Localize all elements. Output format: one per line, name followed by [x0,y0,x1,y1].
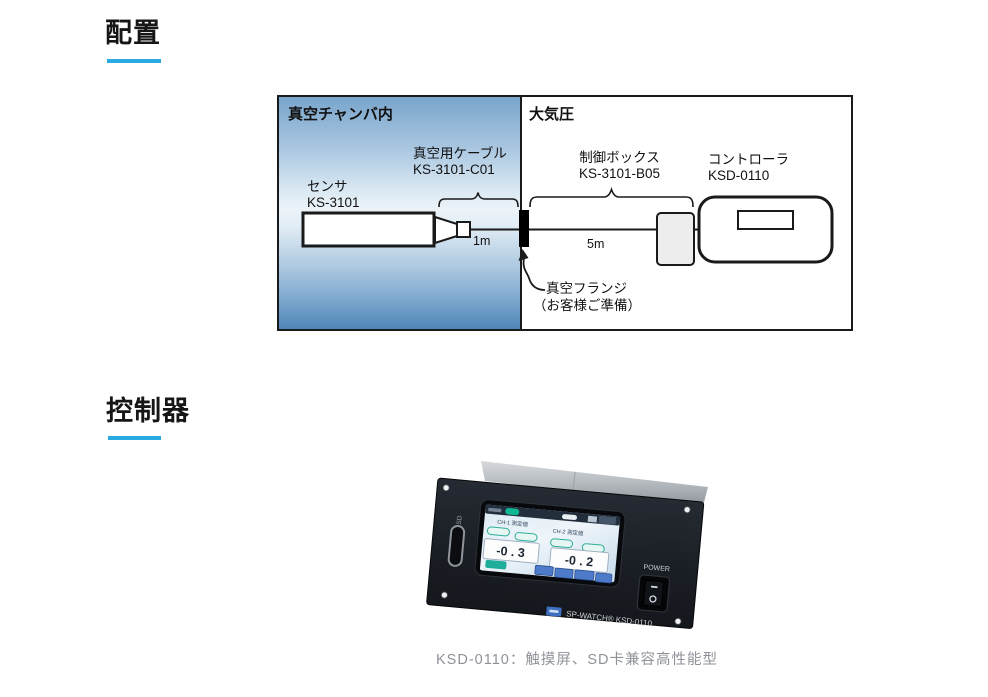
cable-5m-brace [529,186,694,208]
flange-note-line1: 真空フランジ [546,281,627,296]
cable-5m-length: 5m [587,237,605,251]
section-heading-controller: 控制器 [106,396,190,426]
sd-slot-label: SD [456,515,464,525]
cable-1m-length: 1m [473,234,491,248]
vacuum-cable-label: 真空用ケーブル KS-3101-C01 [413,146,507,178]
product-caption: KSD-0110：触摸屏、SD卡兼容高性能型 [436,652,718,668]
vacuum-cable-name: 真空用ケーブル [413,146,507,161]
heading-accent-bar-2 [108,436,161,440]
control-box-name: 制御ボックス [579,150,660,165]
screen-status-bar [485,504,621,526]
control-box-shape [656,212,695,266]
screen-menu-button [485,559,507,570]
chassis-top [481,461,708,506]
arrangement-diagram: 真空チャンバ内 大気圧 真空用ケーブル KS-3101-C01 センサ KS-3… [277,95,853,331]
sensor-label: センサ KS-3101 [307,179,360,211]
section-heading-layout: 配置 [105,18,161,48]
status-text-marks [488,507,502,513]
sensor-name: センサ [307,179,348,194]
heading-accent-bar [107,59,161,63]
ch2-button-1 [550,538,574,549]
flange-arrow-line [522,257,546,291]
controller-product-image: SD CH-1 測定値 CH-2 測定値 [426,461,708,629]
vacuum-zone-title: 真空チャンバ内 [288,106,393,123]
sensor-nose [434,215,458,245]
vacuum-flange [519,210,529,247]
status-icon [587,515,598,523]
flange-arrow-head [518,249,529,261]
sensor-connector [456,221,471,238]
screw-top-right [683,506,691,514]
brand-logo-mark [549,609,559,613]
power-rocker [643,579,664,608]
power-on-mark [650,585,658,589]
ch1-value-panel [482,538,540,564]
cable-1m-brace [438,192,519,208]
sensor-body [301,211,436,248]
control-box-model: KS-3101-B05 [578,166,661,181]
front-panel-group: SD CH-1 測定値 CH-2 測定値 [426,477,705,629]
flange-note-line2: （お客様ご準備） [533,298,641,313]
sensor-model: KS-3101 [307,195,360,210]
ch1-value: -0 . 3 [496,544,526,561]
status-menu-icon [598,515,617,525]
ch2-label: CH-2 測定値 [552,527,584,538]
power-off-mark [649,595,657,603]
controller-display-shape [737,210,794,230]
controller-model: KSD-0110 [708,168,770,183]
diagram-shapes [301,186,834,291]
power-label: POWER [643,564,670,573]
ch2-value: -0 . 2 [564,553,594,570]
atmosphere-zone-title: 大気圧 [529,106,575,123]
touchscreen-display: CH-1 測定値 CH-2 測定値 -0 . 3 -0 . 2 [479,504,621,584]
ch1-button-1 [486,526,510,537]
control-box-label: 制御ボックス KS-3101-B05 [567,150,672,182]
controller-name: コントローラ [708,152,789,167]
screw-bottom-right [674,617,682,625]
screen-bottom-button-2 [554,567,574,579]
sd-card-slot [447,525,466,567]
screen-bottom-button-3 [574,569,595,581]
vacuum-cable-model: KS-3101-C01 [413,162,495,177]
status-badge [505,508,520,516]
ch1-button-2 [514,532,538,542]
screw-top-left [442,484,450,492]
controller-label: コントローラ KSD-0110 [708,152,789,184]
screen-bottom-button-4 [594,572,613,584]
screen-bottom-button-1 [534,564,554,577]
screw-bottom-left [441,591,448,599]
status-pill [562,514,577,521]
chassis-seam [572,471,576,493]
ch1-label: CH-1 測定値 [497,518,529,529]
